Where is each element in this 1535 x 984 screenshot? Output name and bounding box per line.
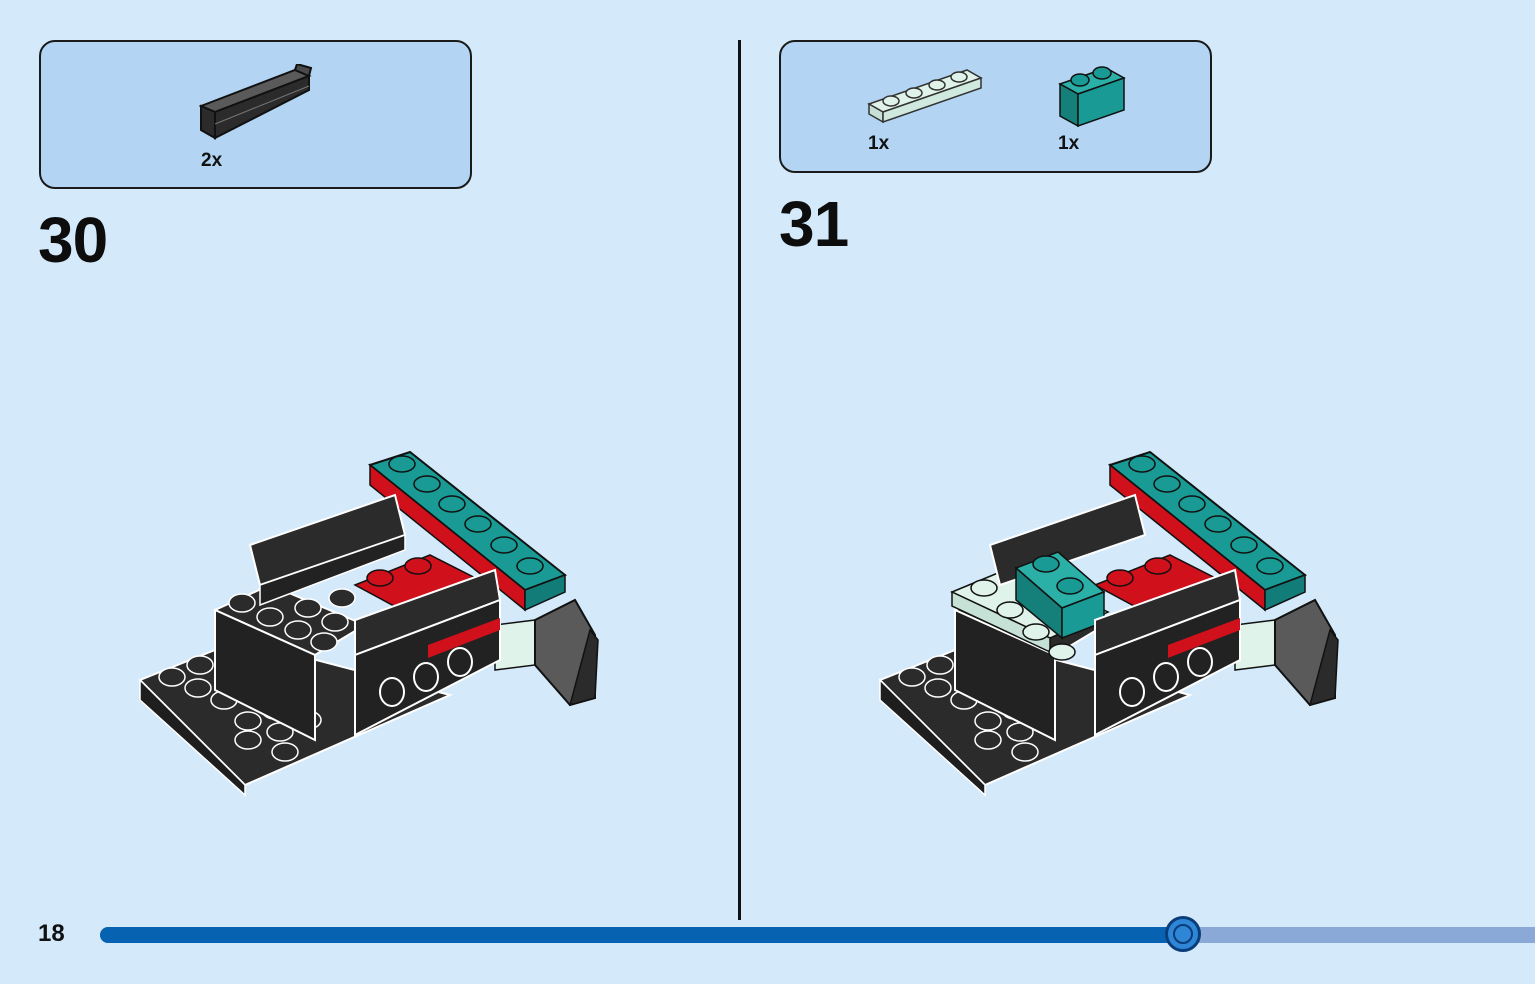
progress-bar (100, 927, 1535, 943)
progress-bar-fill (100, 927, 1183, 943)
model-step-31 (878, 450, 1339, 797)
part-quantity: 1x (1058, 133, 1080, 154)
white-plate-icon (867, 69, 983, 124)
page-number: 18 (38, 920, 65, 947)
step-number: 31 (779, 188, 849, 260)
teal-brick-icon (1058, 66, 1126, 128)
part-quantity: 2x (201, 150, 223, 171)
black-angle-plate-icon (199, 64, 313, 140)
step-divider (738, 40, 741, 920)
parts-callout-step-31: 1x 1x (779, 40, 1212, 173)
part-quantity: 1x (868, 133, 890, 154)
parts-callout-step-30: 2x (39, 40, 472, 189)
progress-indicator-icon (1165, 916, 1201, 952)
model-step-30 (138, 450, 599, 797)
step-number: 30 (38, 204, 108, 276)
